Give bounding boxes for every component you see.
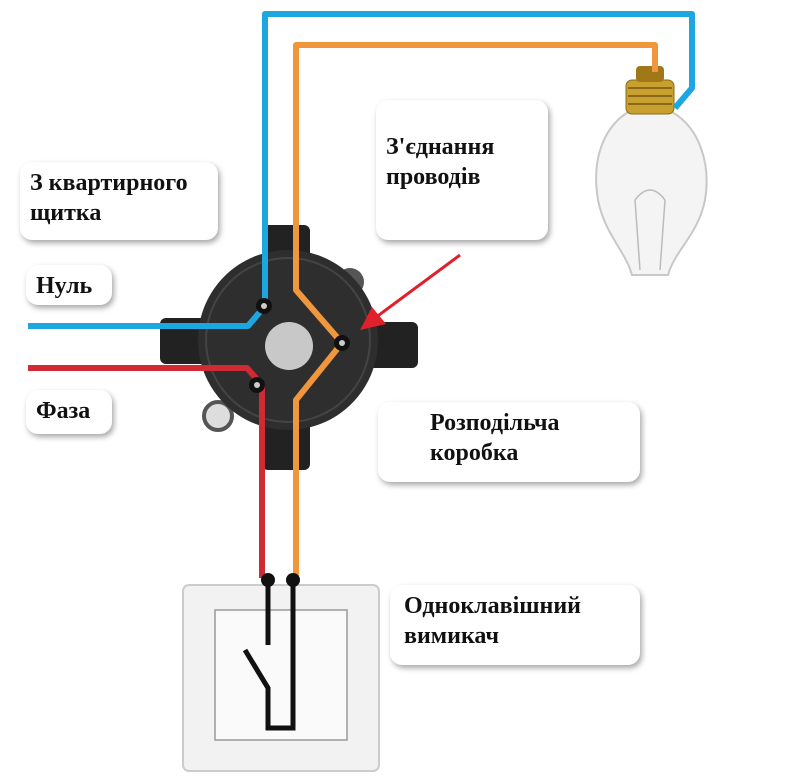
label-wire-connection: З'єднання проводів: [376, 100, 548, 240]
label-junction-box: Розподільча коробка: [378, 402, 640, 482]
label-phase: Фаза: [26, 390, 112, 434]
switch-terminal: [286, 573, 300, 587]
label-switch: Одноклавішний вимикач: [390, 585, 640, 665]
phase-wire: [28, 365, 265, 578]
switched-wire: [293, 42, 658, 578]
switch-graphic: [182, 580, 380, 772]
switch-terminal: [261, 573, 275, 587]
label-from-panel: З квартирного щитка: [20, 162, 218, 240]
neutral-wire: [28, 11, 695, 329]
label-neutral: Нуль: [26, 265, 112, 305]
light-bulb: [595, 66, 708, 276]
pointer-arrow: [360, 253, 461, 330]
junction-box: [160, 225, 418, 470]
